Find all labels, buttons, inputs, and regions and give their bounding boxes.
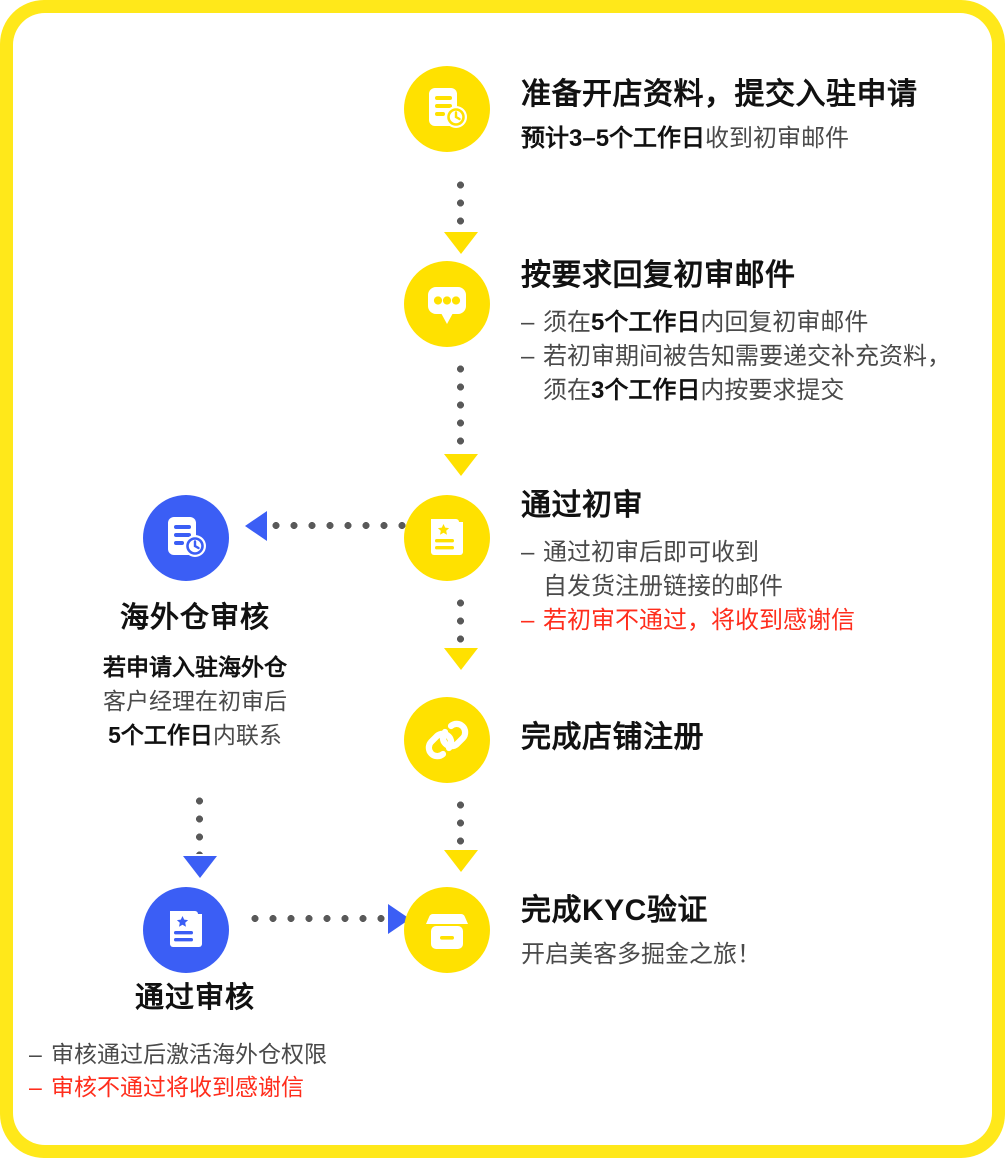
storefront-icon xyxy=(426,914,468,949)
branch-node-1[interactable] xyxy=(143,495,229,581)
branch-line: 若申请入驻海外仓 xyxy=(25,650,365,684)
bullet-item-continuation: 须在3个工作日内按要求提交 xyxy=(521,374,951,408)
bullet-post: 内回复初审邮件 xyxy=(700,309,869,336)
bullet-item-warning: –审核不通过将收到感谢信 xyxy=(29,1071,327,1104)
bullet-dash: – xyxy=(521,343,535,371)
step-sub-rest-5: 开启美客多掘金之旅！ xyxy=(521,941,761,968)
branch-text-2: 通过审核 xyxy=(25,981,365,1016)
certificate-star-icon xyxy=(431,519,463,555)
bullet-text: 审核不通过将收到感谢信 xyxy=(51,1073,304,1100)
arrow-step4-step5 xyxy=(444,850,478,872)
branch-line-bold: 若申请入驻海外仓 xyxy=(103,653,287,680)
step-bullets-2: –须在5个工作日内回复初审邮件 –若初审期间被告知需要递交补充资料， 须在3个工… xyxy=(521,306,951,408)
bullet-pre: 须在 xyxy=(543,377,591,405)
step-text-2: 按要求回复初审邮件 –须在5个工作日内回复初审邮件 –若初审期间被告知需要递交补… xyxy=(521,258,951,408)
bullet-text: 审核通过后激活海外仓权限 xyxy=(51,1041,327,1067)
step-node-5[interactable] xyxy=(404,887,490,973)
bullet-item-warning: –若初审不通过，将收到感谢信 xyxy=(521,604,855,638)
connector-step1-step2 xyxy=(456,176,465,232)
step-sub-1: 预计3–5个工作日收到初审邮件 xyxy=(521,122,918,157)
step-bullets-3: –通过初审后即可收到 自发货注册链接的邮件 –若初审不通过，将收到感谢信 xyxy=(521,536,855,638)
arrow-branch1-branch2 xyxy=(183,856,217,878)
bullet-dash: – xyxy=(29,1073,42,1100)
bullet-bold: 3个工作日 xyxy=(591,377,701,405)
arrow-step3-step4 xyxy=(444,648,478,670)
connector-step3-step4 xyxy=(456,594,465,646)
bullet-post: 内按要求提交 xyxy=(700,377,845,405)
bullet-item: –须在5个工作日内回复初审邮件 xyxy=(521,306,951,340)
step-title-5: 完成KYC验证 xyxy=(521,894,708,927)
document-clock-icon xyxy=(168,517,206,557)
branch-body-1: 若申请入驻海外仓 客户经理在初审后 5个工作日内联系 xyxy=(25,650,365,752)
link-chain-icon xyxy=(425,720,469,760)
step-text-3: 通过初审 –通过初审后即可收到 自发货注册链接的邮件 –若初审不通过，将收到感谢… xyxy=(521,488,855,638)
connector-branch1-branch2 xyxy=(195,792,204,854)
step-sub-5: 开启美客多掘金之旅！ xyxy=(521,938,761,973)
step-node-4[interactable] xyxy=(404,697,490,783)
bullet-item: –审核通过后激活海外仓权限 xyxy=(29,1038,327,1071)
step-title-2: 按要求回复初审邮件 xyxy=(521,259,796,292)
step-title-1: 准备开店资料，提交入驻申请 xyxy=(521,78,918,111)
bullet-pre: 须在 xyxy=(543,309,591,336)
certificate-star-icon xyxy=(170,911,202,947)
bullet-bold: 5个工作日 xyxy=(591,309,701,336)
bullet-item: –通过初审后即可收到 xyxy=(521,536,855,570)
document-clock-icon xyxy=(429,88,467,128)
bullet-pre: 若初审期间被告知需要递交补充资料， xyxy=(543,343,951,371)
branch-title-1: 海外仓审核 xyxy=(119,602,270,634)
step-node-3[interactable] xyxy=(404,495,490,581)
arrow-to-branch1 xyxy=(245,511,267,541)
bullet-dash: – xyxy=(521,309,535,336)
bullet-dash: – xyxy=(29,1041,42,1067)
connector-step2-step3 xyxy=(456,360,465,452)
arrow-step1-step2 xyxy=(444,232,478,254)
step-text-5: 完成KYC验证 开启美客多掘金之旅！ xyxy=(521,893,761,973)
connector-step4-step5 xyxy=(456,796,465,848)
branch-line: 5个工作日内联系 xyxy=(25,718,365,752)
step-title-4: 完成店铺注册 xyxy=(521,721,704,754)
branch-text-1: 海外仓审核 若申请入驻海外仓 客户经理在初审后 5个工作日内联系 xyxy=(25,601,365,752)
infographic-canvas: 准备开店资料，提交入驻申请 预计3–5个工作日收到初审邮件 按要求回复初审邮件 … xyxy=(13,13,992,1145)
step-sub-bold-1: 预计3–5个工作日 xyxy=(521,125,706,152)
connector-branch2-to-step5 xyxy=(246,914,388,923)
step-text-4: 完成店铺注册 xyxy=(521,720,704,756)
branch-line-bold: 5个工作日 xyxy=(108,721,213,748)
bullet-pre: 通过初审后即可收到 xyxy=(543,539,759,566)
step-sub-rest-1: 收到初审邮件 xyxy=(705,125,850,152)
chat-bubble-icon xyxy=(428,287,466,324)
step-node-2[interactable] xyxy=(404,261,490,347)
bullet-pre: 若初审不通过，将收到感谢信 xyxy=(543,607,855,635)
bullet-item: –若初审期间被告知需要递交补充资料， xyxy=(521,340,951,374)
step-node-1[interactable] xyxy=(404,66,490,152)
connector-step3-to-branch1 xyxy=(267,521,417,530)
branch-node-2[interactable] xyxy=(143,887,229,973)
branch-line: 客户经理在初审后 xyxy=(103,687,287,714)
bullet-item-continuation: 自发货注册链接的邮件 xyxy=(521,570,855,604)
bullet-dash: – xyxy=(521,539,535,566)
arrow-step2-step3 xyxy=(444,454,478,476)
branch-title-2: 通过审核 xyxy=(134,982,255,1014)
step-title-3: 通过初审 xyxy=(521,489,643,522)
step-text-1: 准备开店资料，提交入驻申请 预计3–5个工作日收到初审邮件 xyxy=(521,77,918,157)
bullet-pre: 自发货注册链接的邮件 xyxy=(543,573,783,601)
bullet-dash: – xyxy=(521,607,535,635)
branch-line-post: 内联系 xyxy=(212,721,282,748)
branch-bullets-2: –审核通过后激活海外仓权限 –审核不通过将收到感谢信 xyxy=(29,1038,327,1103)
